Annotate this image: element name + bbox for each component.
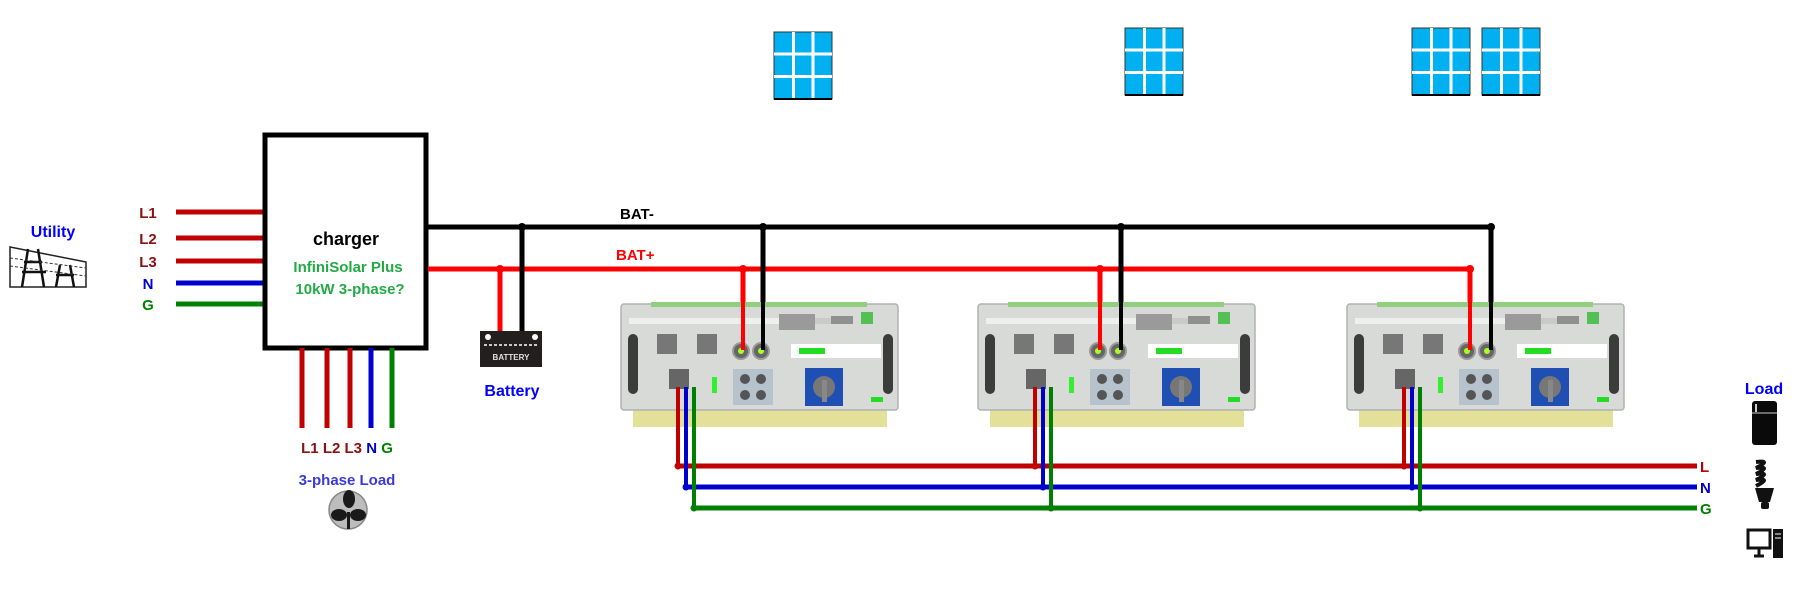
load-label: Load bbox=[1745, 381, 1783, 398]
junction-dot bbox=[1408, 483, 1416, 491]
junction-dot bbox=[674, 462, 682, 470]
charger-box bbox=[262, 132, 429, 351]
solar-panel-icon bbox=[1123, 26, 1185, 97]
charger-model-line1: InfiniSolar Plus bbox=[293, 259, 402, 276]
bat-positive-label: BAT+ bbox=[616, 247, 655, 264]
inverter-icon bbox=[620, 301, 899, 428]
ac-bus-label-g: G bbox=[1700, 501, 1712, 518]
output-label-l3: L3 bbox=[345, 440, 363, 457]
input-label-l3: L3 bbox=[139, 254, 157, 271]
inverter-icon bbox=[1346, 301, 1625, 428]
inverter-icon bbox=[977, 301, 1256, 428]
junction-dot bbox=[1047, 504, 1055, 512]
output-label-l2: L2 bbox=[323, 440, 341, 457]
inverter-1 bbox=[620, 223, 899, 512]
battery-icon-text: BATTERY bbox=[493, 353, 531, 362]
junction-dot bbox=[1039, 483, 1047, 491]
input-label-n: N bbox=[143, 276, 154, 293]
inverter-2 bbox=[977, 223, 1256, 512]
bulb-icon bbox=[1755, 459, 1774, 509]
battery-label: Battery bbox=[484, 383, 539, 400]
output-label-n: N bbox=[366, 440, 377, 457]
junction-dot bbox=[1487, 223, 1495, 231]
junction-dot bbox=[1400, 462, 1408, 470]
inverter-3 bbox=[1346, 223, 1625, 512]
power-tower-icon bbox=[9, 246, 87, 288]
input-label-g: G bbox=[142, 297, 154, 314]
ac-bus-label-l: L bbox=[1700, 459, 1709, 476]
junction-dot bbox=[518, 223, 526, 231]
input-label-l2: L2 bbox=[139, 231, 157, 248]
input-label-l1: L1 bbox=[139, 205, 157, 222]
three-phase-load-label: 3-phase Load bbox=[299, 472, 396, 489]
bat-negative-label: BAT- bbox=[620, 206, 654, 223]
junction-dot bbox=[759, 223, 767, 231]
battery-icon: BATTERY bbox=[480, 331, 542, 367]
output-label-g: G bbox=[381, 440, 393, 457]
fan-icon bbox=[328, 490, 368, 530]
junction-dot bbox=[739, 265, 747, 273]
fridge-icon bbox=[1752, 401, 1777, 445]
charger-title: charger bbox=[313, 229, 379, 249]
solar-panel-icon bbox=[1410, 26, 1472, 97]
charger-model-line2: 10kW 3-phase? bbox=[295, 281, 404, 298]
solar-panel-icon bbox=[772, 30, 834, 101]
junction-dot bbox=[690, 504, 698, 512]
computer-icon bbox=[1746, 528, 1783, 558]
output-label-l1: L1 bbox=[301, 440, 319, 457]
junction-dot bbox=[1117, 223, 1125, 231]
junction-dot bbox=[682, 483, 690, 491]
solar-panel-icon bbox=[1480, 26, 1542, 97]
ac-bus-label-n: N bbox=[1700, 480, 1711, 497]
junction-dot bbox=[1096, 265, 1104, 273]
junction-dot bbox=[1031, 462, 1039, 470]
junction-dot bbox=[1466, 265, 1474, 273]
junction-dot bbox=[1416, 504, 1424, 512]
junction-dot bbox=[496, 265, 504, 273]
utility-label: Utility bbox=[31, 224, 76, 241]
three-phase-output-labels: L1 L2 L3 N G bbox=[301, 440, 393, 457]
